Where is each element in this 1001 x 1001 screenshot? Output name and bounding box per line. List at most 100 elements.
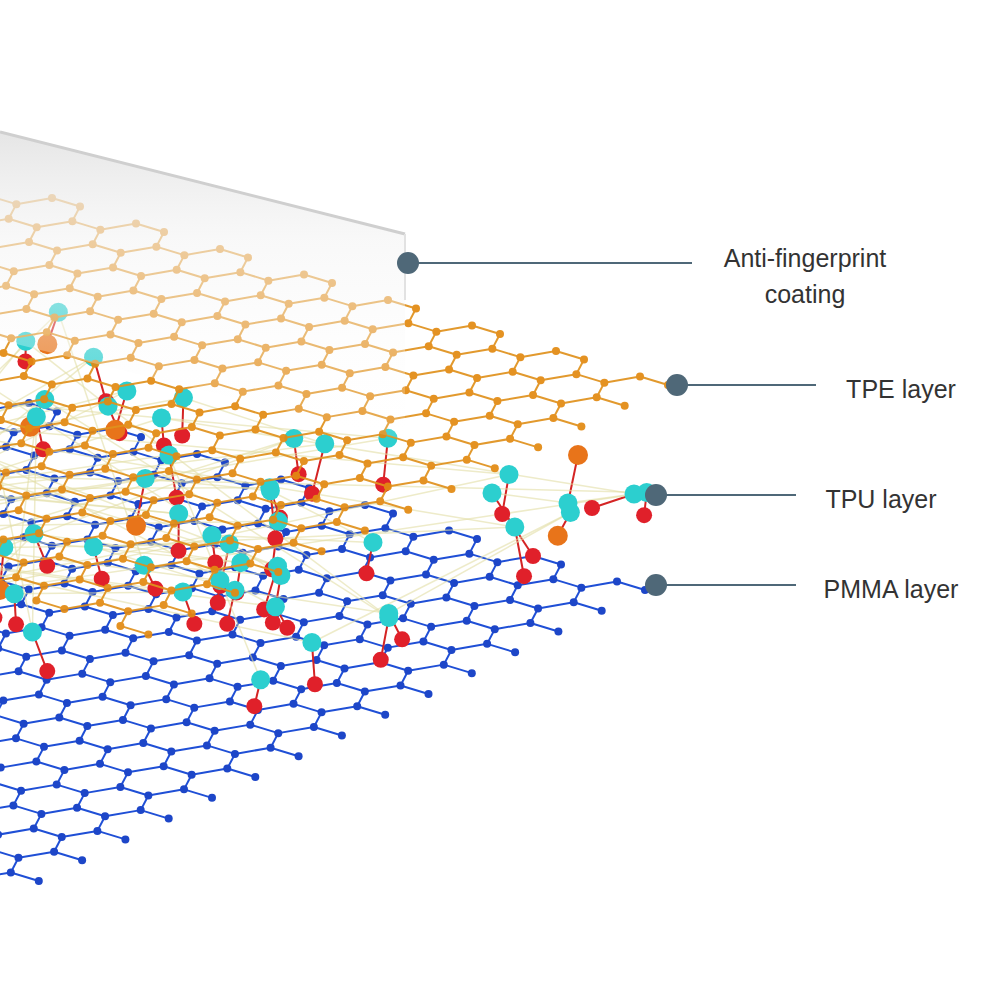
lattice-bond <box>64 603 100 609</box>
molecule-atom <box>291 466 307 482</box>
lattice-bond <box>194 540 230 546</box>
lattice-atom <box>509 368 517 376</box>
molecule-atom <box>483 484 502 503</box>
lattice-atom <box>188 610 196 618</box>
lattice-atom <box>211 727 219 735</box>
lattice-bond <box>39 694 67 703</box>
lattice-atom <box>262 505 270 513</box>
lattice-bond <box>164 766 192 775</box>
lattice-bond <box>434 554 470 560</box>
lattice-atom <box>427 623 435 631</box>
molecule-atom <box>525 548 541 564</box>
lattice-bond <box>319 432 347 441</box>
lattice-atom <box>534 443 542 451</box>
lattice-atom <box>63 538 71 546</box>
lattice-bond <box>574 602 602 611</box>
layer-label: PMMA layer <box>806 571 976 607</box>
lattice-bond <box>85 787 121 793</box>
lattice-bond <box>67 697 103 703</box>
lattice-bond <box>154 494 190 500</box>
lattice-atom <box>104 745 112 753</box>
lattice-atom <box>338 731 346 739</box>
lattice-atom <box>493 397 501 405</box>
molecule-atom <box>220 535 239 554</box>
lattice-bond <box>490 416 518 425</box>
lattice-atom <box>17 439 25 447</box>
lattice-atom <box>430 556 438 564</box>
lattice-bond <box>561 397 597 403</box>
lattice-bond <box>41 808 77 814</box>
lattice-bond <box>370 551 406 557</box>
lattice-atom <box>506 435 514 443</box>
molecule-link <box>0 391 127 454</box>
lattice-atom <box>58 485 66 493</box>
lattice-bond <box>474 439 510 445</box>
lattice-atom <box>35 690 43 698</box>
lattice-atom <box>63 699 71 707</box>
lattice-bond <box>9 399 45 405</box>
molecule-atom <box>505 517 524 536</box>
lattice-bond <box>108 743 144 749</box>
molecule-atom <box>307 676 323 692</box>
lattice-bond <box>151 561 187 567</box>
lattice-bond <box>472 326 500 335</box>
lattice-bond <box>640 377 668 386</box>
lattice-bond <box>65 422 93 431</box>
molecule-link <box>0 357 94 542</box>
lattice-atom <box>61 418 69 426</box>
lattice-bond <box>322 706 358 712</box>
lattice-atom <box>193 475 201 483</box>
lattice-atom <box>453 351 461 359</box>
molecule-atom <box>171 543 187 559</box>
lattice-atom <box>290 539 298 547</box>
lattice-bond <box>240 453 276 459</box>
lattice-atom <box>318 547 326 555</box>
lattice-bond <box>154 655 190 661</box>
lattice-bond <box>233 473 261 482</box>
lattice-atom <box>129 473 137 481</box>
lattice-atom <box>386 577 394 585</box>
lattice-atom <box>425 690 433 698</box>
lattice-bond <box>189 655 217 664</box>
lattice-atom <box>83 561 91 569</box>
lattice-atom <box>139 739 147 747</box>
lattice-atom <box>231 750 239 758</box>
lattice-bond <box>215 725 251 731</box>
lattice-atom <box>165 628 173 636</box>
lattice-bond <box>253 496 281 505</box>
lattice-atom <box>290 700 298 708</box>
lattice-atom <box>137 433 145 441</box>
lattice-atom <box>203 580 211 588</box>
lattice-bond <box>446 598 474 607</box>
lattice-atom <box>537 376 545 384</box>
molecule-link <box>0 518 220 581</box>
lattice-atom <box>45 609 53 617</box>
lattice-atom <box>254 545 262 553</box>
lattice-bond <box>18 852 54 858</box>
layer-label: Anti-fingerprint coating <box>696 240 914 312</box>
lattice-bond <box>105 469 133 478</box>
lattice-bond <box>42 627 70 636</box>
lattice-atom <box>409 372 417 380</box>
lattice-atom <box>173 452 181 460</box>
lattice-bond <box>120 626 148 635</box>
lattice-bond <box>408 665 444 671</box>
lattice-bond <box>187 561 215 570</box>
lattice-bond <box>474 600 510 606</box>
lattice-atom <box>613 578 621 586</box>
lattice-bond <box>105 630 133 639</box>
lattice-bond <box>207 584 235 593</box>
lattice-atom <box>473 535 481 543</box>
lattice-atom <box>122 649 130 657</box>
lattice-bond <box>319 593 347 602</box>
lattice-bond <box>13 805 41 814</box>
molecule-atom <box>219 616 235 632</box>
lattice-atom <box>315 428 323 436</box>
lattice-bond <box>360 478 388 487</box>
lattice-atom <box>343 597 351 605</box>
lattice-bond <box>304 616 340 622</box>
lattice-atom <box>277 662 285 670</box>
lattice-atom <box>420 476 428 484</box>
lattice-bond <box>235 748 271 754</box>
lattice-bond <box>1 420 29 429</box>
